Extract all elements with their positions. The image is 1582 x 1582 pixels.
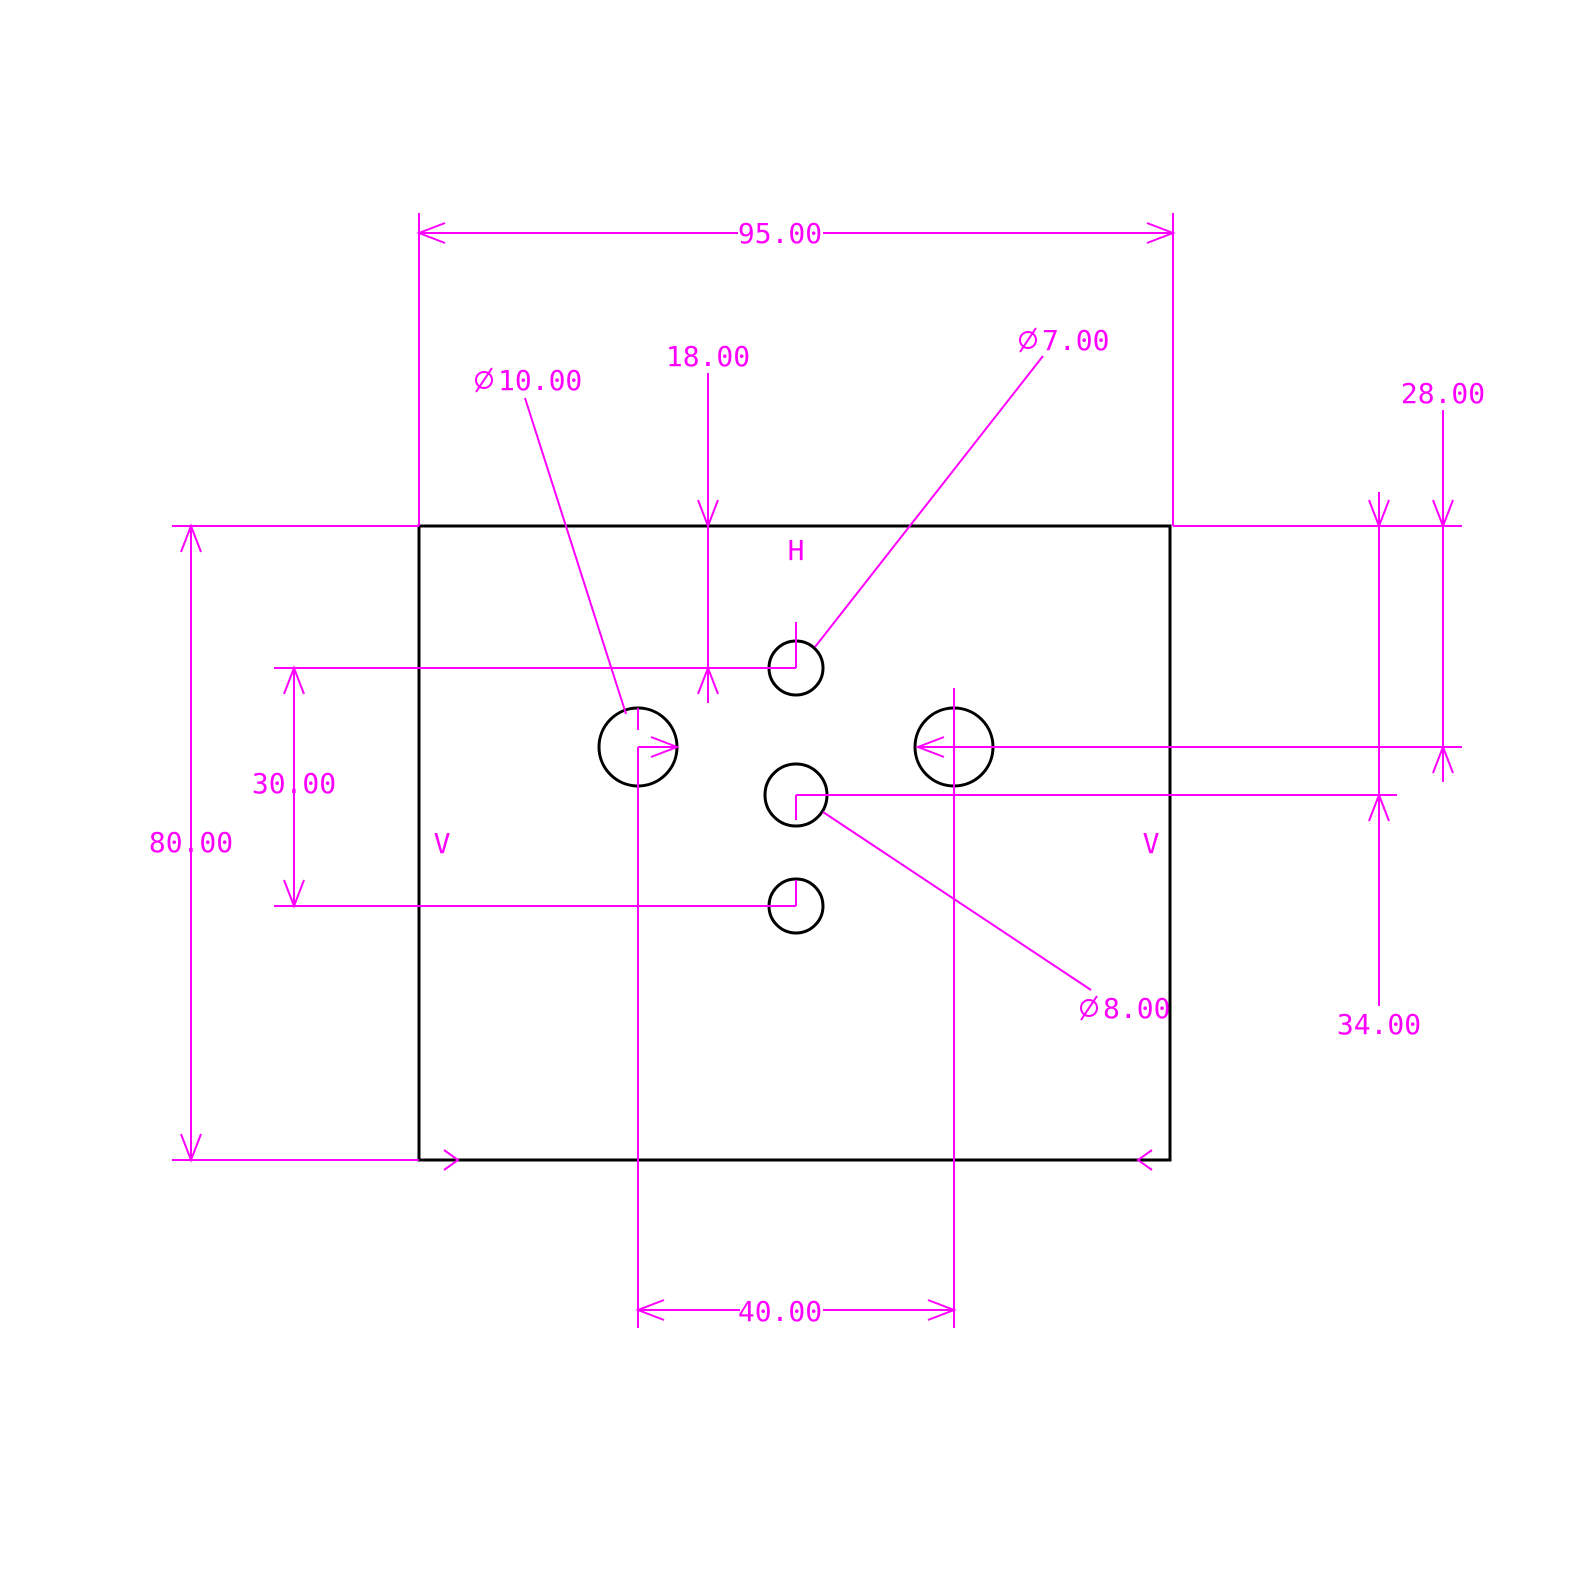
center-marks (637, 622, 955, 906)
dim-text-small-hole-diameter: 7.00 (1042, 324, 1109, 357)
view-label-left: V (434, 827, 451, 860)
dimension-overall-width: 95.00 (416, 213, 1176, 526)
dim-text-hole-spacing-horizontal: 40.00 (738, 1295, 822, 1328)
diameter-symbol-icon (1080, 995, 1098, 1021)
view-label-top: H (788, 534, 805, 567)
leader-small-hole-diameter: 7.00 (814, 324, 1109, 648)
leader-center-hole-diameter: 8.00 (822, 736, 1170, 1025)
leader-large-hole-diameter: 10.00 (475, 364, 680, 758)
diameter-symbol-icon (475, 367, 493, 393)
diameter-symbol-icon (1019, 327, 1037, 353)
dimension-top-to-center-hole: 34.00 (796, 492, 1421, 1041)
part-geometry (417, 524, 1172, 1162)
dimension-hole-spacing-vertical: 30.00 (252, 665, 796, 909)
dim-text-top-to-large-holes: 28.00 (1401, 377, 1485, 410)
dim-text-overall-height: 80.00 (149, 826, 233, 859)
view-labels: H V V (434, 534, 1160, 860)
dimension-overall-height: 80.00 (149, 523, 419, 1163)
dim-text-top-to-small-hole: 18.00 (666, 340, 750, 373)
view-label-right: V (1143, 827, 1160, 860)
bottom-edge-arrows (443, 1149, 1153, 1171)
dimension-top-to-large-holes: 28.00 (954, 377, 1485, 782)
dim-text-hole-spacing-vertical: 30.00 (252, 767, 336, 800)
plate-outline (417, 524, 1172, 1162)
dimension-top-to-small-hole: 18.00 (666, 340, 750, 703)
dim-text-center-hole-diameter: 8.00 (1103, 992, 1170, 1025)
dim-text-top-to-center-hole: 34.00 (1337, 1008, 1421, 1041)
dim-text-large-hole-diameter: 10.00 (498, 364, 582, 397)
dimension-hole-spacing-horizontal: 40.00 (635, 747, 957, 1328)
dim-text-overall-width: 95.00 (738, 217, 822, 250)
